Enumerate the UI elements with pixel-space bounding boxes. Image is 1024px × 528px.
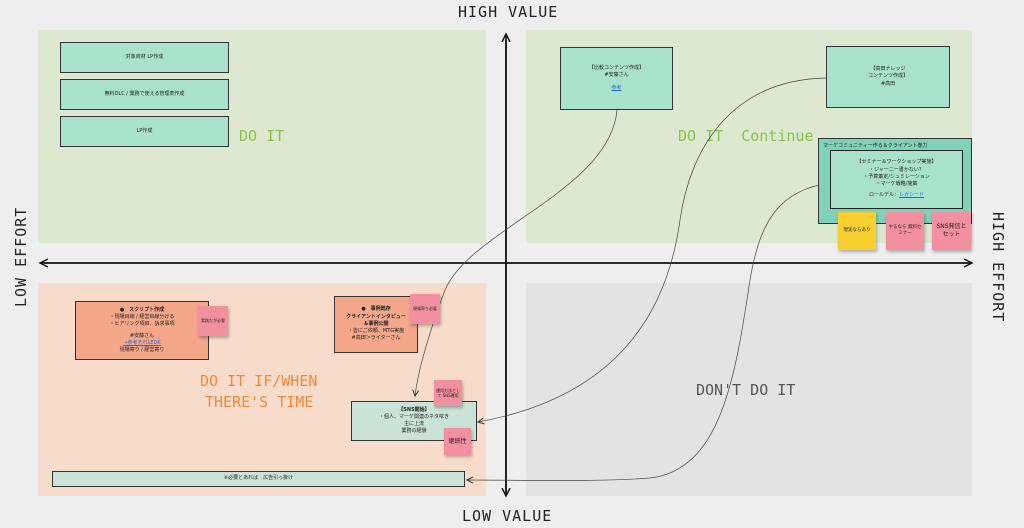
seminar-line2: ・ジャーニー書かない？ bbox=[869, 166, 924, 173]
competitor-reference-link[interactable]: 参考 bbox=[611, 84, 622, 91]
sticky-sns-set[interactable]: SNS発信と セット bbox=[932, 212, 971, 250]
sticky-realistic[interactable]: 現実ならあり bbox=[838, 212, 876, 250]
sticky-free-seminar[interactable]: やるなら 無料セミナー bbox=[886, 212, 924, 250]
sticky-sns-operation[interactable]: 運用方法として SNS運用 bbox=[434, 380, 462, 406]
sns-line1: 【SNS開始】 bbox=[398, 406, 430, 413]
card-knowledge-content[interactable]: 【高田ナレッジ コンテンツ作成】 #高田 bbox=[826, 46, 950, 108]
card-free-dlc-text: 無料DLC / 業務で使える管理表作成 bbox=[104, 90, 185, 97]
script-line6: 現場寄り / 経営寄り bbox=[119, 347, 165, 353]
sticky-script[interactable]: 実践だが必要 bbox=[198, 306, 228, 336]
seminar-line1: 【セミナー＆ワークショップ実施】 bbox=[856, 159, 937, 166]
quadrant-label-do-it-continue: DO IT Continue bbox=[678, 127, 814, 145]
quadrant-label-dont-do-it: DON'T DO IT bbox=[696, 381, 796, 399]
seminar-role-link[interactable]: レガシード bbox=[899, 192, 925, 199]
card-script[interactable]: ● スクリプト作成 ・現場目線 / 経営目線分ける ・ヒアリング項目、訴求事項 … bbox=[75, 301, 209, 360]
card-lp-product-text: 対象商材 LP作成 bbox=[125, 53, 164, 60]
card-lp[interactable]: LP作成 bbox=[60, 116, 229, 147]
quadrant-label-if-time-2: THERE'S TIME bbox=[205, 393, 314, 411]
quadrant-label-do-it: DO IT bbox=[239, 127, 285, 145]
quadrant-dont-do-it bbox=[526, 283, 972, 496]
card-competitor-content[interactable]: 【比較コンテンツ作成】 #安藤さん 参考 bbox=[560, 47, 673, 110]
sns-line2: ・個人、マーケ関連のネタ呟き bbox=[378, 413, 449, 420]
script-line3: ・ヒアリング項目、訴求事項 bbox=[109, 321, 175, 328]
card-case-study[interactable]: ● 事例既存 クライアントインタビュー ＆事例公開 ・皆にご依頼、MTG実施 #… bbox=[334, 296, 418, 353]
knowledge-line2: コンテンツ作成】 bbox=[867, 73, 908, 80]
case-title1: ● 事例既存 bbox=[361, 306, 391, 313]
axis-label-bottom: LOW VALUE bbox=[462, 507, 553, 525]
script-line4: #安藤さん bbox=[129, 332, 155, 339]
axis-label-top: HIGH VALUE bbox=[458, 3, 559, 21]
sns-line3: 主に上流 bbox=[403, 421, 424, 427]
case-line5: #高田＞ライターさん bbox=[351, 335, 401, 342]
seminar-line4: ・マーケ戦略/施策 bbox=[875, 181, 918, 188]
knowledge-line1: 【高田ナレッジ bbox=[870, 66, 906, 73]
quadrant-label-if-time-1: DO IT IF/WHEN bbox=[200, 372, 318, 390]
connector-seminar-to-ad bbox=[467, 182, 831, 481]
seminar-line3: ・予算策定/シュミレーション bbox=[863, 173, 930, 180]
card-free-dlc[interactable]: 無料DLC / 業務で使える管理表作成 bbox=[60, 79, 229, 110]
sticky-case[interactable]: 現場寄り必要 bbox=[410, 294, 440, 324]
script-reference-link[interactable]: →参考それLEDK bbox=[123, 339, 161, 346]
case-line4: ・皆にご依頼、MTG実施 bbox=[347, 328, 405, 335]
script-line2: ・現場目線 / 経営目線分ける bbox=[109, 314, 175, 320]
community-frame-title: マーケコミュニティー作る＆クライアント巻力 bbox=[823, 143, 928, 149]
sns-line4: 業務の経験 bbox=[401, 428, 427, 435]
card-ad-hook[interactable]: ※必要とあれば 広告引っ掛け bbox=[52, 471, 465, 487]
connector-knowledge-to-sns bbox=[478, 77, 827, 422]
script-title: ● スクリプト作成 bbox=[119, 306, 165, 313]
ad-hook-text: ※必要とあれば 広告引っ掛け bbox=[223, 475, 294, 482]
seminar-role: ロールデル：レガシード bbox=[869, 192, 924, 199]
case-title2: クライアントインタビュー bbox=[346, 313, 406, 320]
knowledge-line3: #高田 bbox=[880, 80, 896, 87]
case-title3: ＆事例公開 bbox=[363, 320, 389, 327]
card-lp-text: LP作成 bbox=[136, 127, 153, 134]
card-seminar[interactable]: 【セミナー＆ワークショップ実施】 ・ジャーニー書かない？ ・予算策定/シュミレー… bbox=[830, 150, 963, 209]
card-lp-product[interactable]: 対象商材 LP作成 bbox=[60, 42, 229, 73]
seminar-role-prefix: ロールデル： bbox=[868, 192, 899, 199]
competitor-line2: #安藤さん bbox=[604, 72, 629, 79]
sticky-continuity[interactable]: 継続性 bbox=[444, 428, 471, 455]
connector-competitor-to-sns bbox=[415, 109, 618, 396]
competitor-line1: 【比較コンテンツ作成】 bbox=[588, 65, 644, 72]
